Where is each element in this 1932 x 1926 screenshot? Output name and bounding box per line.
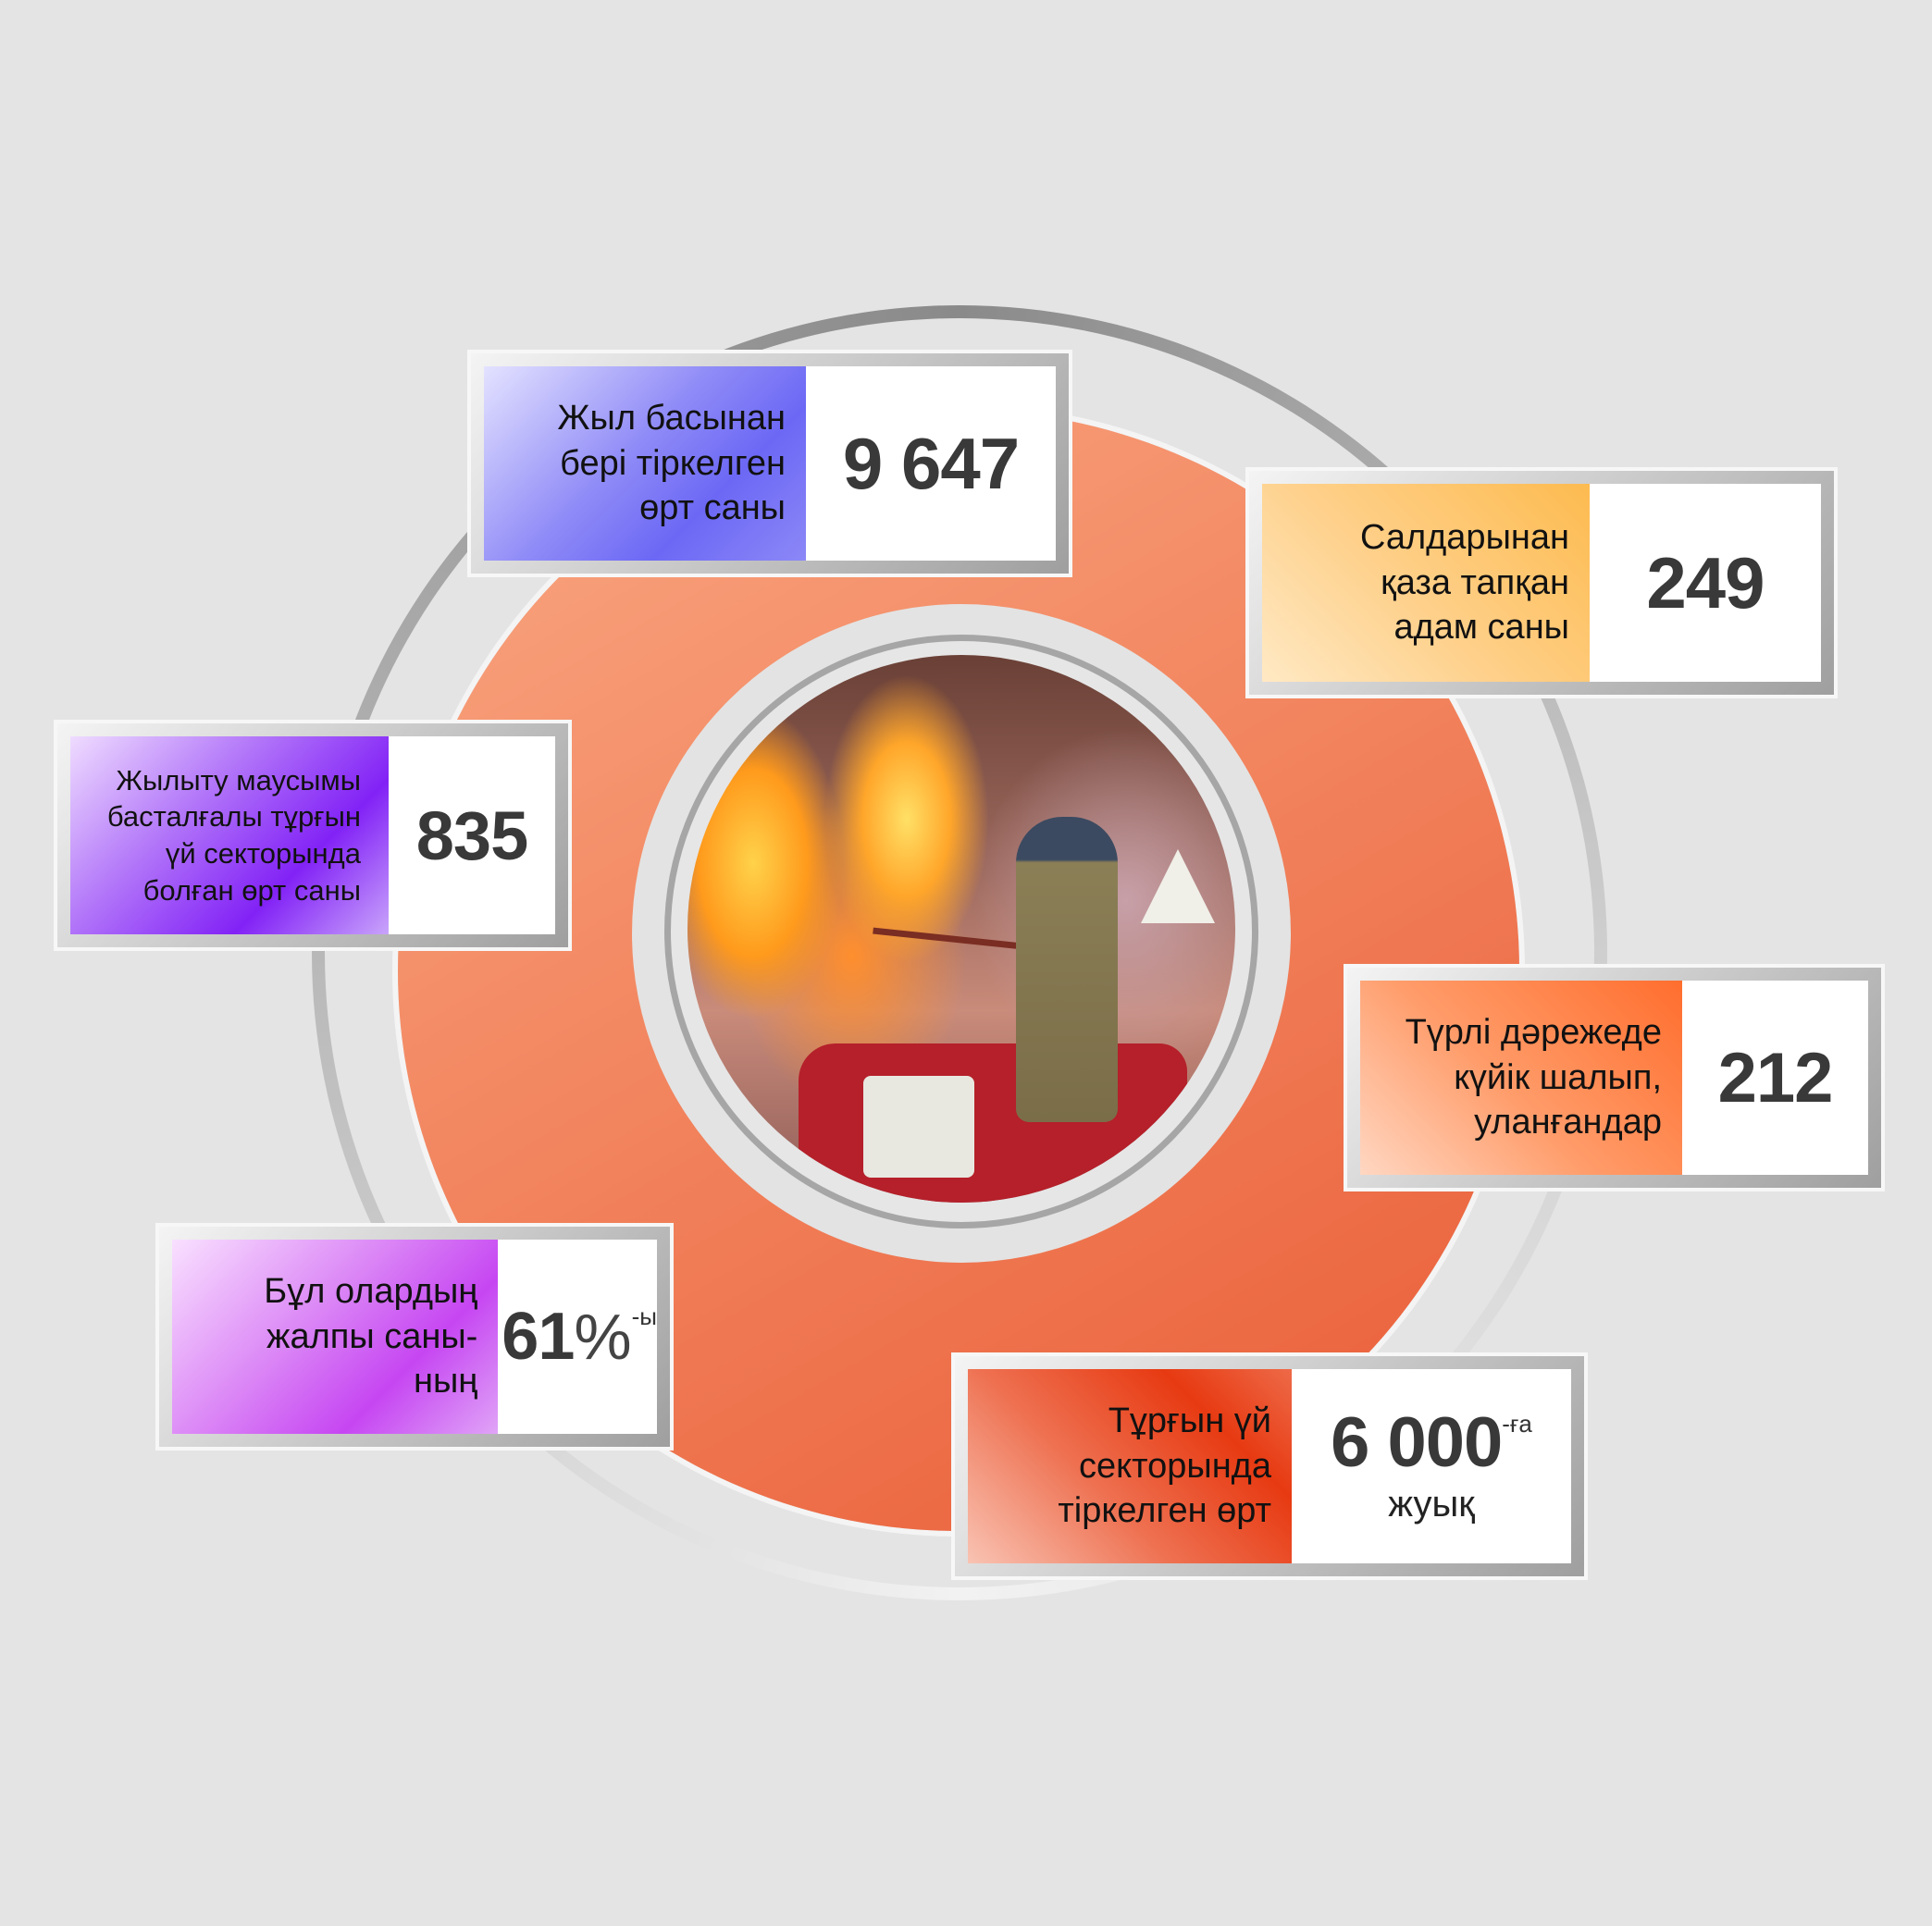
road-sign: [1141, 849, 1215, 923]
stat-card-burns-poisoned: Түрлі дәрежеде күйік шалып, уланғандар 2…: [1344, 964, 1885, 1191]
stat-value: 6 000 -ға жуық: [1292, 1369, 1571, 1563]
stat-card-fires-since-year-start: Жыл басынан бері тіркелген өрт саны 9 64…: [467, 350, 1072, 577]
stat-value: 212: [1682, 981, 1868, 1175]
grammatical-suffix: -ға: [1502, 1409, 1532, 1438]
stat-number: 61: [502, 1300, 575, 1374]
stat-label: Бұл олардың жалпы саны- ның: [172, 1240, 499, 1434]
percent-sign: %: [574, 1301, 632, 1373]
stat-number: 212: [1717, 1038, 1834, 1117]
stat-label: Салдарынан қаза тапқан адам саны: [1262, 484, 1590, 682]
stat-number: 6 000: [1331, 1402, 1503, 1482]
stat-label: Жылыту маусымы басталғалы тұрғын үй сект…: [70, 736, 389, 934]
stat-value: 9 647: [806, 366, 1056, 561]
grammatical-suffix: -ы: [631, 1302, 657, 1330]
stat-label: Түрлі дәрежеде күйік шалып, уланғандар: [1360, 981, 1682, 1175]
stat-number-row: 6 000 -ға: [1331, 1402, 1532, 1482]
stat-card-share-of-total: Бұл олардың жалпы саны- ның 61 % -ы: [155, 1223, 674, 1451]
stat-value: 61 % -ы: [498, 1240, 657, 1434]
stat-label: Тұрғын үй секторында тіркелген өрт: [968, 1369, 1292, 1563]
stat-number: 249: [1646, 541, 1765, 623]
stat-card-deaths: Салдарынан қаза тапқан адам саны 249: [1245, 467, 1838, 698]
stat-number: 9 647: [842, 422, 1020, 504]
stat-label: Жыл басынан бері тіркелген өрт саны: [484, 366, 806, 561]
fire-truck-cab: [799, 1043, 1187, 1203]
stat-qualifier: жуық: [1388, 1483, 1475, 1525]
stat-value: 835: [389, 736, 555, 934]
stat-card-residential-fires: Тұрғын үй секторында тіркелген өрт 6 000…: [951, 1352, 1588, 1580]
stat-value: 249: [1590, 484, 1821, 682]
stat-number: 835: [415, 796, 528, 874]
fire-truck-window: [863, 1076, 974, 1178]
firefighter-figure: [1016, 817, 1118, 1122]
stat-card-heating-season-fires: Жылыту маусымы басталғалы тұрғын үй сект…: [54, 720, 572, 951]
firefighter-photo: [687, 655, 1235, 1203]
